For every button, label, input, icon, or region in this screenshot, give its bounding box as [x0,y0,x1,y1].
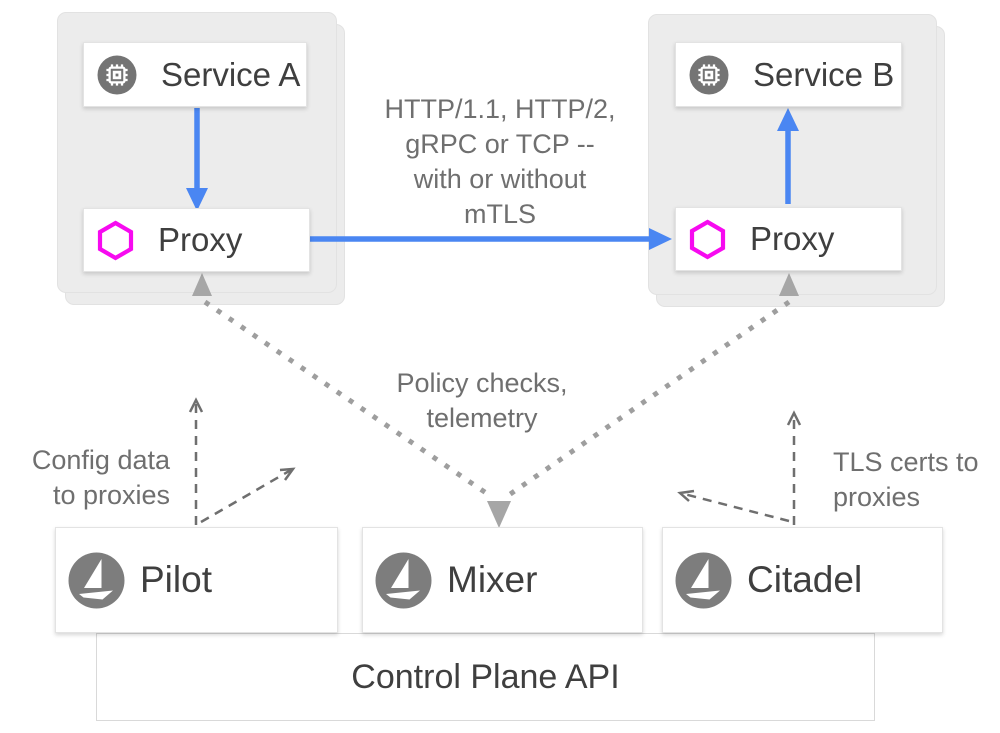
istio-sail-icon [375,552,432,608]
config-line-2: to proxies [52,480,170,510]
dashed-arrow-pilot-diagonal [200,467,296,524]
proxy-b-label: Proxy [750,220,835,257]
dotted-arrow-proxy-b-to-mixer [504,273,799,500]
arrow-proxy-a-to-proxy-b [309,228,672,250]
istio-sail-icon [68,552,125,608]
policy-checks-label: Policy checks, telemetry [372,366,592,436]
service-a-label: Service A [161,55,301,93]
control-plane-api-label: Control Plane API [351,657,620,696]
dashed-arrow-pilot-up [188,397,204,525]
policy-line-2: telemetry [426,403,538,433]
tls-line-2: proxies [833,482,921,512]
traffic-protocols-label: HTTP/1.1, HTTP/2, gRPC or TCP -- with or… [350,92,650,232]
tls-certs-label: TLS certs to proxies [833,445,1000,515]
arrow-service-a-to-proxy-a [186,108,208,211]
service-b-box: Service B [675,42,902,107]
traffic-line-4: mTLS [463,199,536,229]
citadel-box: Citadel [662,527,943,633]
hexagon-icon [97,220,134,260]
hexagon-icon [689,219,726,259]
control-plane-api-bar: Control Plane API [96,633,875,721]
chip-icon [97,55,137,94]
dashed-arrow-citadel-up [786,410,802,525]
traffic-line-1: HTTP/1.1, HTTP/2, [384,94,616,124]
dotted-arrowhead-into-mixer [487,501,511,528]
tls-line-1: TLS certs to [833,447,979,477]
proxy-b-box: Proxy [675,207,902,271]
dotted-arrow-proxy-a-to-mixer [192,273,494,500]
pilot-label: Pilot [140,559,212,600]
proxy-a-label: Proxy [158,221,243,258]
pilot-box: Pilot [55,527,338,633]
traffic-line-2: gRPC or TCP -- [405,129,595,159]
citadel-label: Citadel [747,559,863,600]
chip-icon [689,55,729,94]
istio-sail-icon [675,552,732,608]
dashed-arrow-citadel-diagonal [677,489,790,523]
mixer-label: Mixer [447,559,538,600]
service-b-label: Service B [753,55,895,93]
traffic-line-3: with or without [413,164,587,194]
mixer-box: Mixer [362,527,643,633]
arrow-proxy-b-to-service-b [777,108,799,204]
service-a-box: Service A [83,42,307,107]
config-line-1: Config data [31,445,170,475]
config-data-label: Config data to proxies [18,443,170,513]
proxy-a-box: Proxy [83,208,310,272]
policy-line-1: Policy checks, [396,368,568,398]
